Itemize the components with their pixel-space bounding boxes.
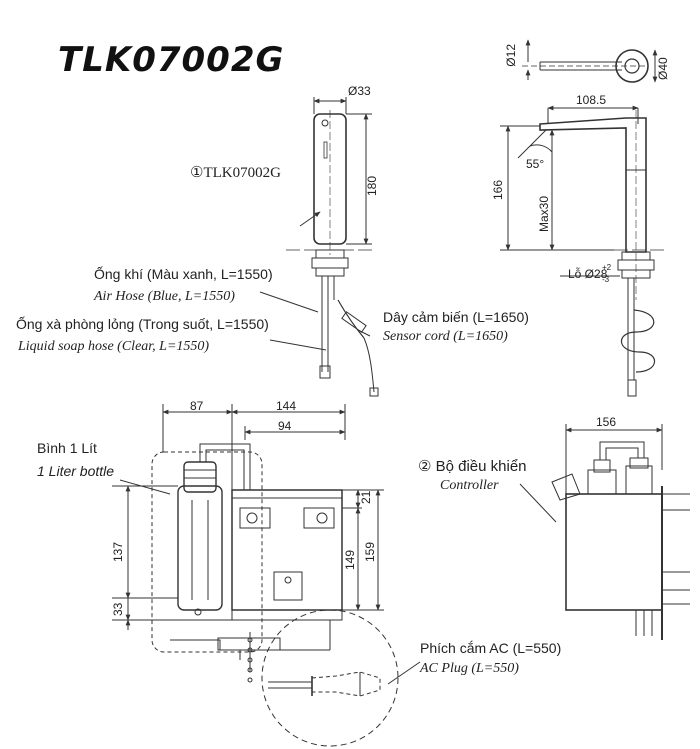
- ac-plug-label: Phích cắm AC (L=550): [420, 640, 562, 656]
- dim-h33: 33: [111, 602, 125, 616]
- page-title: TLK07002G: [58, 40, 285, 80]
- dim-w94: 94: [278, 419, 292, 433]
- sensor-cord-label: Dây cảm biến (L=1650): [383, 309, 529, 325]
- dim-hole-tol-up: +2: [602, 263, 612, 272]
- faucet-front-view: [259, 97, 379, 397]
- dim-h21: 21: [359, 490, 373, 504]
- controller-label-en: Controller: [440, 478, 499, 493]
- sensor-cord-label-en: Sensor cord (L=1650): [383, 329, 508, 344]
- faucet-label: ①TLK07002G: [190, 165, 281, 181]
- dim-d40: Ø40: [656, 57, 670, 80]
- dim-max30: Max30: [537, 196, 551, 232]
- dim-d33: Ø33: [348, 84, 371, 98]
- dim-hole: Lỗ Ø28: [568, 266, 608, 281]
- dim-h159: 159: [363, 542, 377, 562]
- dim-h149: 149: [343, 550, 357, 570]
- dim-h180: 180: [365, 176, 379, 196]
- controller-side-view: [519, 424, 690, 640]
- dim-h137: 137: [111, 542, 125, 562]
- dim-w144: 144: [276, 399, 296, 413]
- dim-hole-tol-down: -3: [602, 275, 610, 284]
- bottle-label-en: 1 Liter bottle: [37, 463, 115, 479]
- dim-w108-5: 108.5: [576, 93, 606, 107]
- faucet-side-view: [500, 105, 664, 397]
- soap-hose-label: Ống xà phòng lỏng (Trong suốt, L=1550): [16, 316, 269, 332]
- bottle-assembly: [112, 404, 384, 683]
- ac-plug-detail: [261, 609, 421, 747]
- dim-d12: Ø12: [504, 44, 518, 67]
- spout-top-view: [522, 39, 658, 83]
- soap-hose-label-en: Liquid soap hose (Clear, L=1550): [18, 339, 210, 354]
- controller-label: ② Bộ điều khiển: [418, 458, 527, 475]
- dim-angle55: 55°: [526, 157, 544, 171]
- dim-h166: 166: [491, 180, 505, 200]
- air-hose-label: Ống khí (Màu xanh, L=1550): [94, 266, 273, 282]
- bottle-label: Bình 1 Lít: [37, 440, 97, 456]
- dim-w156: 156: [596, 415, 616, 429]
- air-hose-label-en: Air Hose (Blue, L=1550): [94, 289, 235, 304]
- ac-plug-label-en: AC Plug (L=550): [420, 661, 519, 676]
- dim-w87: 87: [190, 399, 204, 413]
